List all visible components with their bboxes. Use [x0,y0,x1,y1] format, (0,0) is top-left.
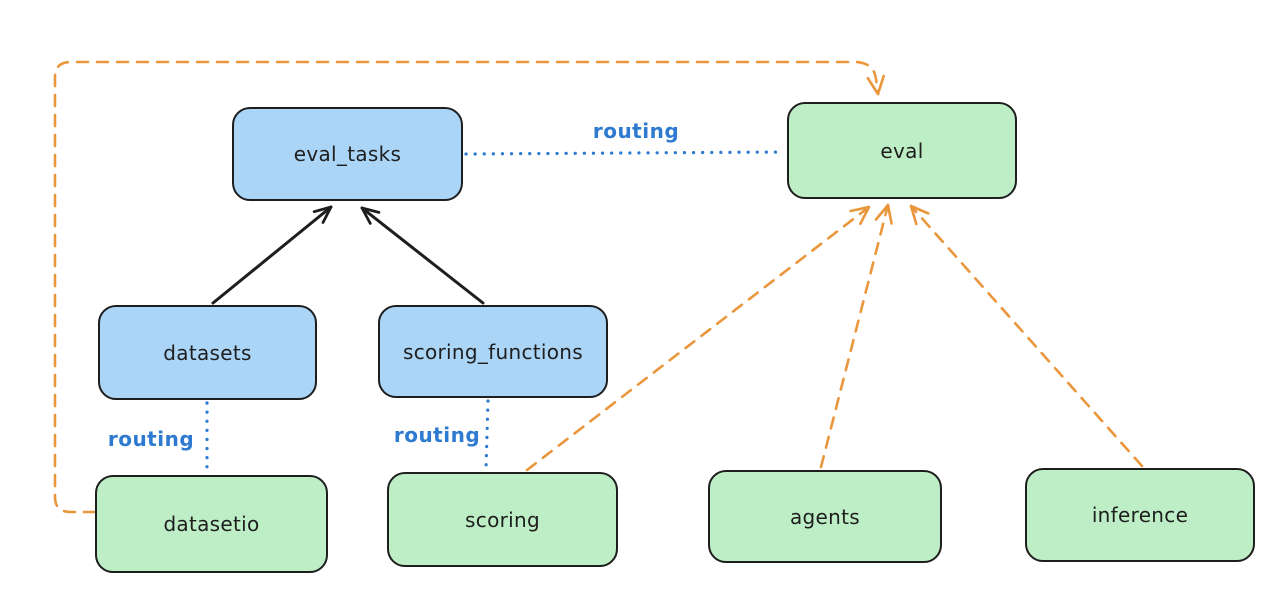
edge-inference-eval [909,204,1144,468]
node-scoring-functions: scoring_functions [378,305,608,398]
node-scoring-label: scoring [465,507,540,532]
node-eval-tasks: eval_tasks [232,107,463,201]
node-inference-label: inference [1091,503,1189,527]
node-inference: inference [1025,468,1255,562]
node-datasetio: datasetio [95,475,328,573]
edge-datasets-eval_tasks [211,205,333,305]
node-agents-label: agents [790,504,860,529]
edge-label-routing-mid: routing [393,423,481,447]
edge-scoring_functions-eval_tasks [360,206,485,305]
node-eval: eval [787,102,1017,199]
edge-agents-eval [819,203,893,469]
node-agents: agents [708,470,942,563]
edge-eval_tasks-eval [464,150,786,156]
node-eval-label: eval [880,138,924,163]
node-datasets-label: datasets [163,340,252,365]
node-eval-tasks-label: eval_tasks [293,142,402,166]
node-scoring-functions-label: scoring_functions [402,339,584,364]
edge-label-routing-top: routing [592,119,680,143]
node-datasets: datasets [98,305,317,400]
node-scoring: scoring [387,472,618,567]
node-datasetio-label: datasetio [163,512,260,536]
edge-label-routing-left: routing [107,427,195,451]
